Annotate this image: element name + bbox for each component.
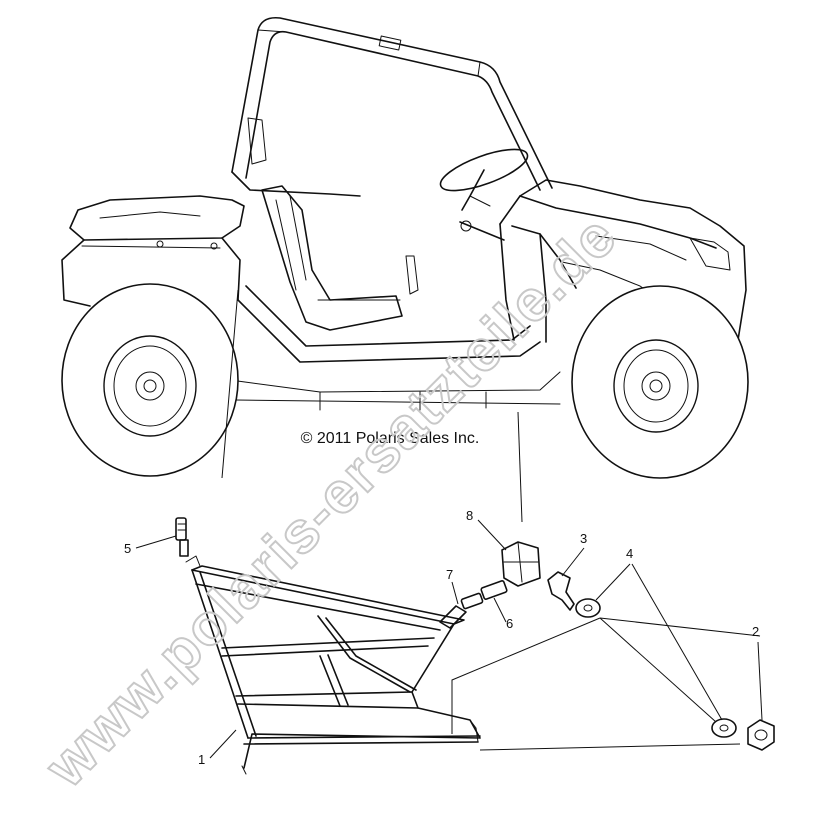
copyright-notice: © 2011 Polaris Sales Inc.: [301, 430, 480, 447]
nut-part: [747, 719, 775, 751]
callout-label-4: 4: [626, 546, 633, 561]
callout-8: 8: [466, 508, 507, 551]
washer-part: [575, 598, 737, 738]
callout-6: 6: [493, 597, 513, 631]
callout-label-6: 6: [506, 616, 513, 631]
callout-3: 3: [561, 531, 587, 577]
callout-label-2: 2: [752, 624, 759, 639]
callout-7: 7: [446, 567, 459, 605]
callout-5: 5: [124, 535, 177, 556]
callout-label-3: 3: [580, 531, 587, 546]
callout-4: 4: [595, 546, 723, 721]
door-frame-part: [185, 555, 481, 775]
callout-label-1: 1: [198, 752, 205, 767]
callout-2: 2: [752, 624, 763, 721]
extension-line-rear: [221, 289, 239, 479]
vehicle-illustration: [61, 16, 749, 523]
callout-label-7: 7: [446, 567, 453, 582]
pin-part: [175, 517, 189, 557]
callout-1: 1: [198, 729, 237, 767]
rear-wheel-hub: [103, 335, 197, 437]
assembly-lines: [451, 617, 761, 751]
front-wheel-hub: [613, 339, 699, 433]
bumper-part: [501, 541, 541, 587]
latch-part: [439, 580, 508, 629]
push-rivet-part: [547, 571, 575, 611]
callout-label-8: 8: [466, 508, 473, 523]
callout-label-5: 5: [124, 541, 131, 556]
extension-line-front: [517, 411, 523, 523]
